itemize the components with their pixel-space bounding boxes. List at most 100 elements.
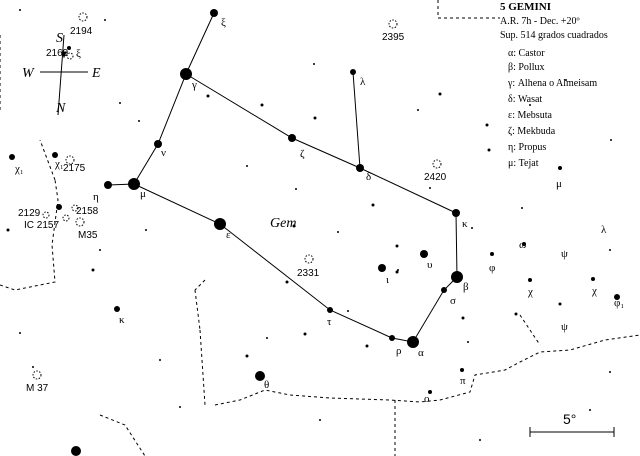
dso-m35 xyxy=(75,217,85,227)
star-lambda xyxy=(350,69,356,75)
dso-label: 2420 xyxy=(424,172,447,183)
star-chi xyxy=(528,278,532,282)
star-eta xyxy=(104,181,112,189)
dso-2420 xyxy=(432,159,442,169)
star-tau xyxy=(327,307,333,313)
star-label: π xyxy=(460,375,466,387)
compass-west: W xyxy=(22,66,35,81)
dso-label: 2331 xyxy=(297,268,320,279)
dso-label: 2129 xyxy=(18,208,41,219)
star-mu xyxy=(128,178,140,190)
star-zeta xyxy=(288,134,296,142)
star-label: κ xyxy=(462,218,468,230)
dso-2395 xyxy=(388,19,398,29)
legend-line: Sup. 514 grados cuadrados xyxy=(500,30,608,41)
star-label: ω xyxy=(519,239,526,251)
star-label: ξ xyxy=(221,17,226,29)
star-gamma xyxy=(180,68,192,80)
stars xyxy=(6,9,620,456)
star-rho xyxy=(389,335,395,341)
dso-2331 xyxy=(304,254,314,264)
dso-ic2157 xyxy=(62,214,70,222)
deep-sky-labels: 2194 2169 2175 2129 2158 IC 2157 M35 239… xyxy=(18,26,447,394)
star-label: ψ xyxy=(561,321,568,333)
deep-sky-objects xyxy=(32,12,442,380)
dso-2169 xyxy=(66,52,74,60)
star-label: ν xyxy=(161,147,166,159)
star-theta xyxy=(255,371,265,381)
star-label: μ xyxy=(140,188,146,200)
star-phi1 xyxy=(614,294,620,300)
legend-line: η: Propus xyxy=(508,142,546,153)
star-label: χ xyxy=(591,285,597,297)
scale-bar xyxy=(529,427,615,437)
dso-label: M35 xyxy=(78,230,98,241)
star-label: χ₁ xyxy=(54,158,64,170)
legend-line: μ: Tejat xyxy=(508,158,539,169)
star-chi-right xyxy=(591,277,595,281)
star-label: τ xyxy=(327,316,332,328)
star-label: β xyxy=(463,281,469,293)
star-iota xyxy=(378,264,386,272)
star-label: λ xyxy=(601,224,607,236)
dso-label: M 37 xyxy=(26,383,49,394)
dso-2175 xyxy=(65,155,75,165)
star-chi1-a xyxy=(9,154,15,160)
compass xyxy=(40,34,88,116)
star-label: δ xyxy=(366,171,371,183)
star-pi xyxy=(460,368,464,372)
star-label: χ xyxy=(527,286,533,298)
star-label: ζ xyxy=(300,148,305,160)
legend-line: δ: Wasat xyxy=(508,94,542,105)
star-label: υ xyxy=(427,259,433,271)
star-chi1-b xyxy=(52,152,58,158)
star-label: ε xyxy=(226,229,231,241)
legend-line: γ: Alhena o Almeisam xyxy=(507,78,597,89)
star-label: λ xyxy=(360,76,366,88)
star-alpha xyxy=(407,336,419,348)
compass-east: E xyxy=(91,66,101,81)
star-bottom-left xyxy=(71,446,81,456)
star-beta xyxy=(451,271,463,283)
star-ngc2158 xyxy=(56,204,62,210)
star-label: μ xyxy=(556,178,562,190)
compass-south: S xyxy=(56,31,63,46)
dso-label: 2158 xyxy=(76,206,99,217)
constellation-label: Gem xyxy=(270,216,296,231)
star-label: ψ xyxy=(561,248,568,260)
dso-2129 xyxy=(42,211,50,219)
star-epsilon xyxy=(214,218,226,230)
dso-m37 xyxy=(32,370,42,380)
star-delta xyxy=(356,164,364,172)
star-label: ρ xyxy=(396,345,402,357)
dso-label: 2175 xyxy=(63,163,86,174)
star-xi-left xyxy=(67,46,71,50)
legend-line: ζ: Mekbuda xyxy=(508,126,556,137)
legend-line: β: Pollux xyxy=(508,62,544,73)
star-phi xyxy=(490,252,494,256)
star-xi xyxy=(210,9,218,17)
dso-2194 xyxy=(78,12,88,22)
star-label: φ xyxy=(489,262,495,274)
legend-line: A.R. 7h - Dec. +20º xyxy=(500,16,580,27)
star-label: σ xyxy=(450,295,456,307)
legend-title: 5 GEMINI xyxy=(500,1,551,13)
star-labels: ξ γ ν μ η ε ζ λ δ κ β σ α ρ τ ι υ θ π ο … xyxy=(14,17,624,405)
star-label: ξ xyxy=(76,48,81,60)
dso-label: 2169 xyxy=(46,48,69,59)
star-upsilon xyxy=(420,250,428,258)
star-label: α xyxy=(418,347,424,359)
star-label: θ xyxy=(264,379,269,391)
star-label: χ₁ xyxy=(14,163,24,175)
star-label: η xyxy=(93,191,99,203)
star-label: ο xyxy=(424,393,430,405)
star-mu-right xyxy=(558,166,562,170)
dso-label: IC 2157 xyxy=(24,220,59,231)
star-kappa xyxy=(452,209,460,217)
compass-north: N xyxy=(55,101,66,116)
legend-line: α: Castor xyxy=(508,48,545,59)
star-omega xyxy=(522,242,526,246)
star-kappa-left xyxy=(114,306,120,312)
legend-line: ε: Mebsuta xyxy=(508,110,552,121)
